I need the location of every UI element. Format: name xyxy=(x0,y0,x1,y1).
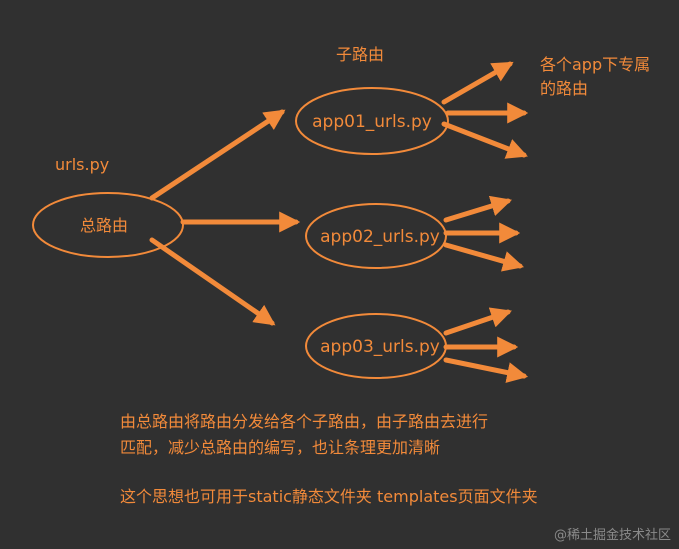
app-routes-label-line2: 的路由 xyxy=(540,79,588,98)
arrow-app02-route-3 xyxy=(443,242,525,272)
app02-node-label: app02_urls.py xyxy=(320,227,440,247)
arrow-app03-route-1 xyxy=(443,307,512,336)
app01-node-ellipse xyxy=(295,87,449,155)
app01-node-label: app01_urls.py xyxy=(312,112,432,132)
watermark: @稀土掘金技术社区 xyxy=(553,528,671,543)
arrow-app03-route-3 xyxy=(443,357,529,383)
arrow-root-to-app03 xyxy=(149,237,276,326)
explanation-line-1: 由总路由将路由分发给各个子路由，由子路由去进行 xyxy=(120,412,489,431)
explanation-line-3: 这个思想也可用于static静态文件夹 templates页面文件夹 xyxy=(120,487,538,506)
app02-node-ellipse xyxy=(305,203,447,269)
explanation-line-2: 匹配，减少总路由的编写，也让条理更加清晰 xyxy=(120,438,441,457)
arrow-app01-route-3 xyxy=(441,121,528,159)
app03-node-label: app03_urls.py xyxy=(320,337,440,357)
sub-route-header: 子路由 xyxy=(336,45,384,64)
arrow-root-to-app01 xyxy=(149,109,286,201)
app-routes-label-line1: 各个app下专属 xyxy=(540,55,650,74)
arrow-app02-route-1 xyxy=(443,195,513,223)
root-node-label: 总路由 xyxy=(80,216,128,235)
urls-file-label: urls.py xyxy=(55,155,109,174)
root-node-ellipse xyxy=(32,192,184,258)
arrow-app01-route-1 xyxy=(441,61,514,105)
